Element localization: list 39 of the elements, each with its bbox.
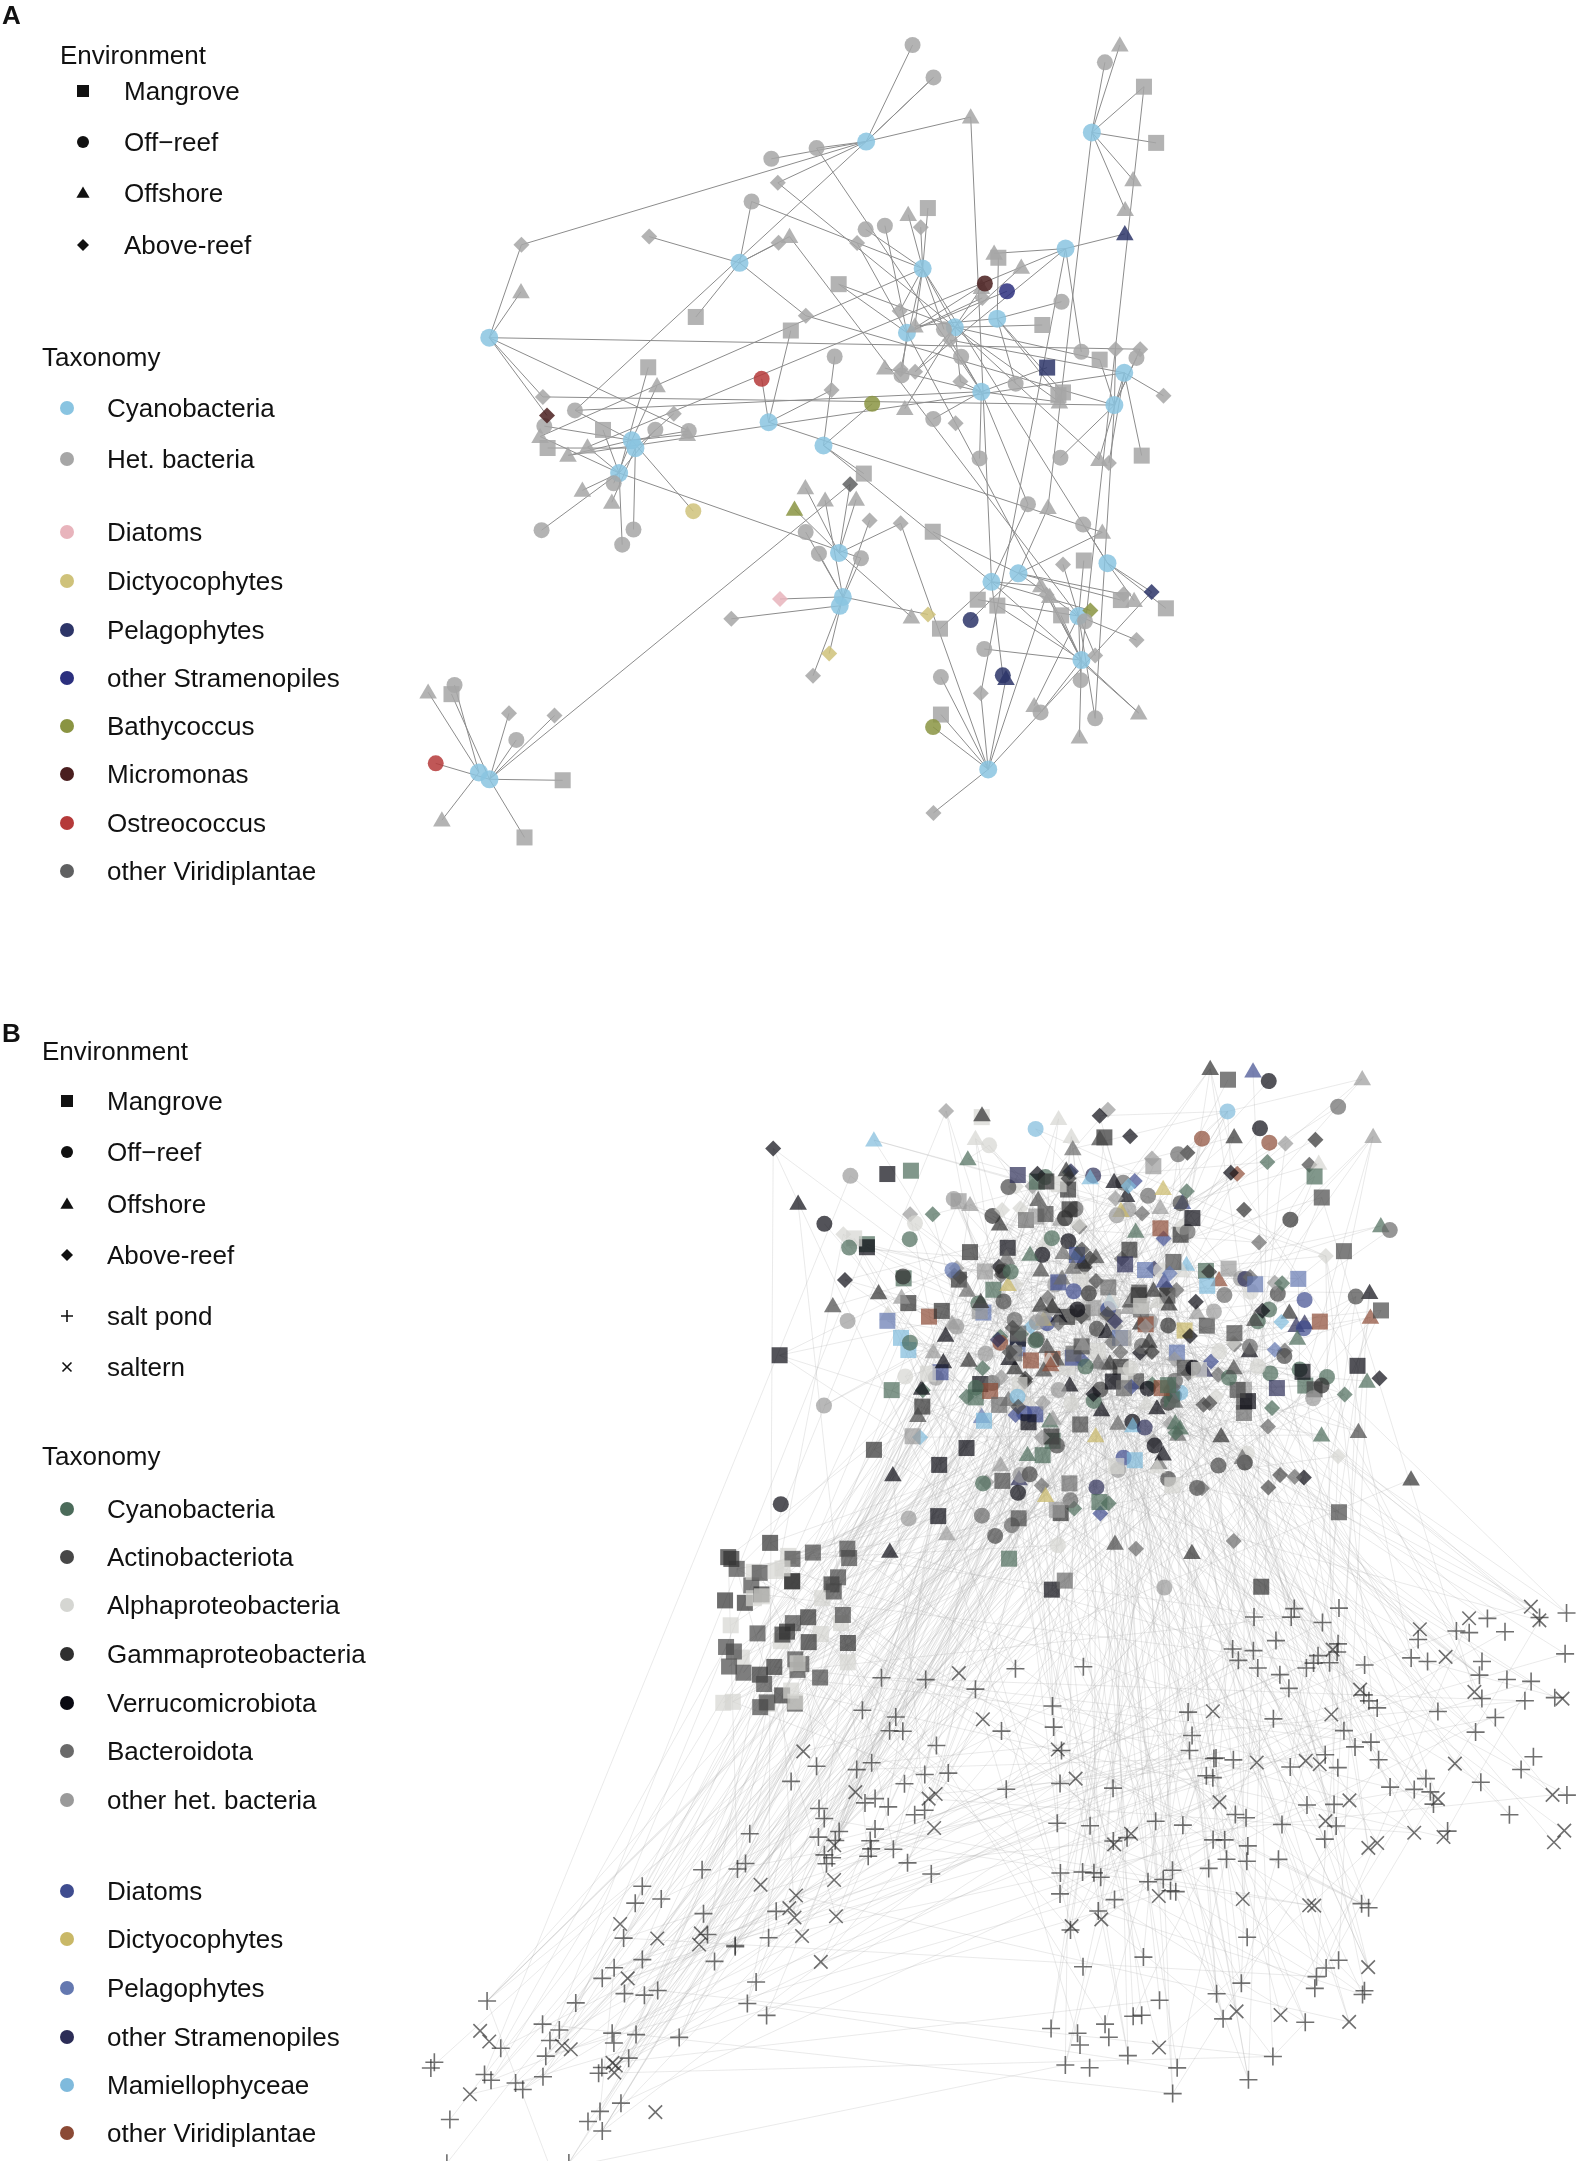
legend-label: Above-reef xyxy=(107,1240,235,1270)
legend-heading: Taxonomy xyxy=(42,1441,161,1471)
legend-label: Mamiellophyceae xyxy=(107,2070,310,2100)
legend-heading: Environment xyxy=(60,40,206,70)
legend-label: Cyanobacteria xyxy=(107,1494,275,1524)
panel-label: A xyxy=(2,0,21,30)
legend-label: Dictyocophytes xyxy=(107,1924,284,1954)
legend-label: Above-reef xyxy=(124,230,252,260)
legend-label: Pelagophytes xyxy=(107,1973,265,2003)
legend-label: Bacteroidota xyxy=(107,1736,253,1766)
legend-label: Ostreococcus xyxy=(107,808,266,838)
panel-label: B xyxy=(2,1018,21,1048)
legend-label: Offshore xyxy=(107,1189,207,1219)
legend-label: other Viridiplantae xyxy=(107,856,317,886)
legend-label: Diatoms xyxy=(107,1876,203,1906)
legend-label: other Stramenopiles xyxy=(107,663,340,693)
legend-label: Diatoms xyxy=(107,517,203,547)
legend-label: Mangrove xyxy=(124,76,240,106)
legend-label: Bathycoccus xyxy=(107,711,255,741)
legend-label: Micromonas xyxy=(107,759,249,789)
legend-label: Pelagophytes xyxy=(107,615,265,645)
legend-heading: Taxonomy xyxy=(42,342,161,372)
legend-label: Mangrove xyxy=(107,1086,223,1116)
legend-heading: Environment xyxy=(42,1036,188,1066)
legend-label: saltern xyxy=(107,1352,186,1382)
legend-label: Off−reef xyxy=(124,127,219,157)
legend-label: other het. bacteria xyxy=(107,1785,317,1815)
legend-label: Offshore xyxy=(124,178,224,208)
legend-label: Actinobacteriota xyxy=(107,1542,294,1572)
legend-label: Gammaproteobacteria xyxy=(107,1639,366,1669)
legend-label: salt pond xyxy=(107,1301,213,1331)
legend-label: Cyanobacteria xyxy=(107,393,275,423)
legend-label: other Stramenopiles xyxy=(107,2022,340,2052)
legend-label: Het. bacteria xyxy=(107,444,255,474)
legend-label: Verrucomicrobiota xyxy=(107,1688,317,1718)
legend-label: Dictyocophytes xyxy=(107,566,284,596)
legend-label: Off−reef xyxy=(107,1137,202,1167)
legend-label: other Viridiplantae xyxy=(107,2118,317,2148)
legend-label: Alphaproteobacteria xyxy=(107,1590,340,1620)
